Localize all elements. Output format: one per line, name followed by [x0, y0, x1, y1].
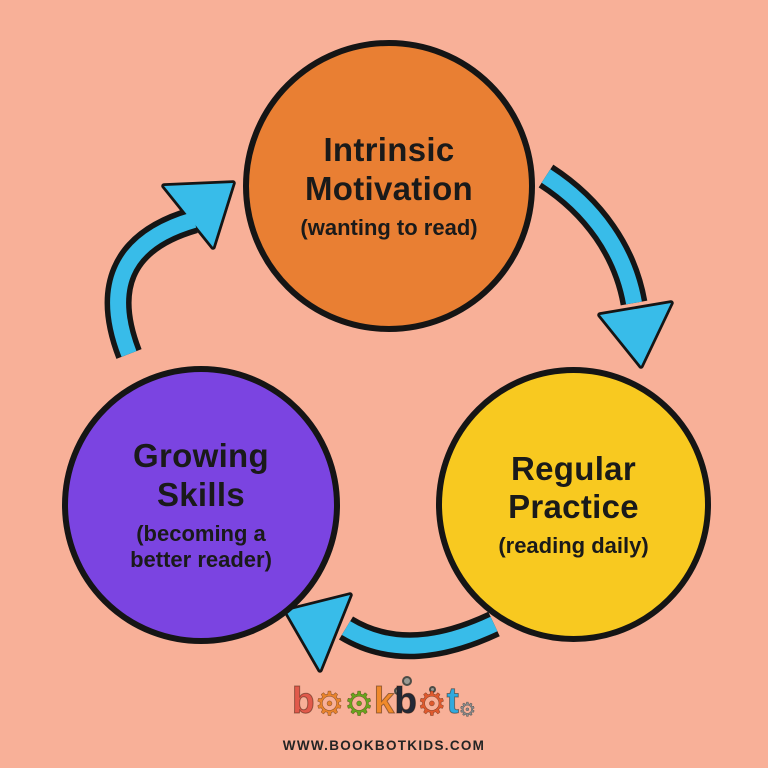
subtitle-line: (becoming a [136, 520, 266, 546]
gear-dot-icon [402, 676, 412, 686]
gear-o-icon: ⚙ [314, 685, 345, 722]
gear-small-icon: ⚙ [458, 700, 477, 721]
title-line: Intrinsic [323, 131, 455, 169]
gear-o-icon: ⚙ [417, 685, 447, 722]
logo-letter: b [394, 680, 418, 721]
logo-letter: k [373, 680, 395, 721]
node-subtitle: (wanting to read) [300, 215, 477, 241]
arrow-skills-to-motivation-icon [104, 180, 236, 359]
node-intrinsic-motivation: Intrinsic Motivation (wanting to read) [243, 40, 535, 332]
logo-letter: b [292, 680, 316, 721]
node-subtitle: (becoming a better reader) [130, 521, 272, 573]
bookbot-logo: b ⚙ ⚙ k b ⚙ t ⚙ [0, 680, 768, 722]
title-line: Practice [508, 488, 639, 526]
node-title: Regular Practice [508, 450, 639, 527]
node-title: Growing Skills [133, 437, 269, 514]
node-title: Intrinsic Motivation [305, 131, 473, 208]
gear-dot-icon [394, 687, 402, 695]
title-line: Motivation [305, 169, 473, 207]
title-line: Regular [511, 449, 636, 487]
node-subtitle: (reading daily) [498, 533, 648, 559]
node-growing-skills: Growing Skills (becoming a better reader… [62, 366, 340, 644]
node-regular-practice: Regular Practice (reading daily) [436, 367, 711, 642]
subtitle-line: (wanting to read) [300, 214, 478, 240]
subtitle-line: better reader) [130, 546, 272, 572]
gear-dot-icon [429, 686, 436, 693]
title-line: Growing [133, 437, 269, 475]
subtitle-line: (reading daily) [498, 533, 649, 559]
website-url: WWW.BOOKBOTKIDS.COM [282, 738, 486, 753]
logo-letter: t [446, 680, 459, 721]
gear-o-icon: ⚙ [344, 685, 374, 722]
title-line: Skills [156, 475, 245, 513]
arrow-motivation-to-practice-icon [538, 164, 674, 369]
arrow-practice-to-skills-icon [283, 592, 500, 673]
